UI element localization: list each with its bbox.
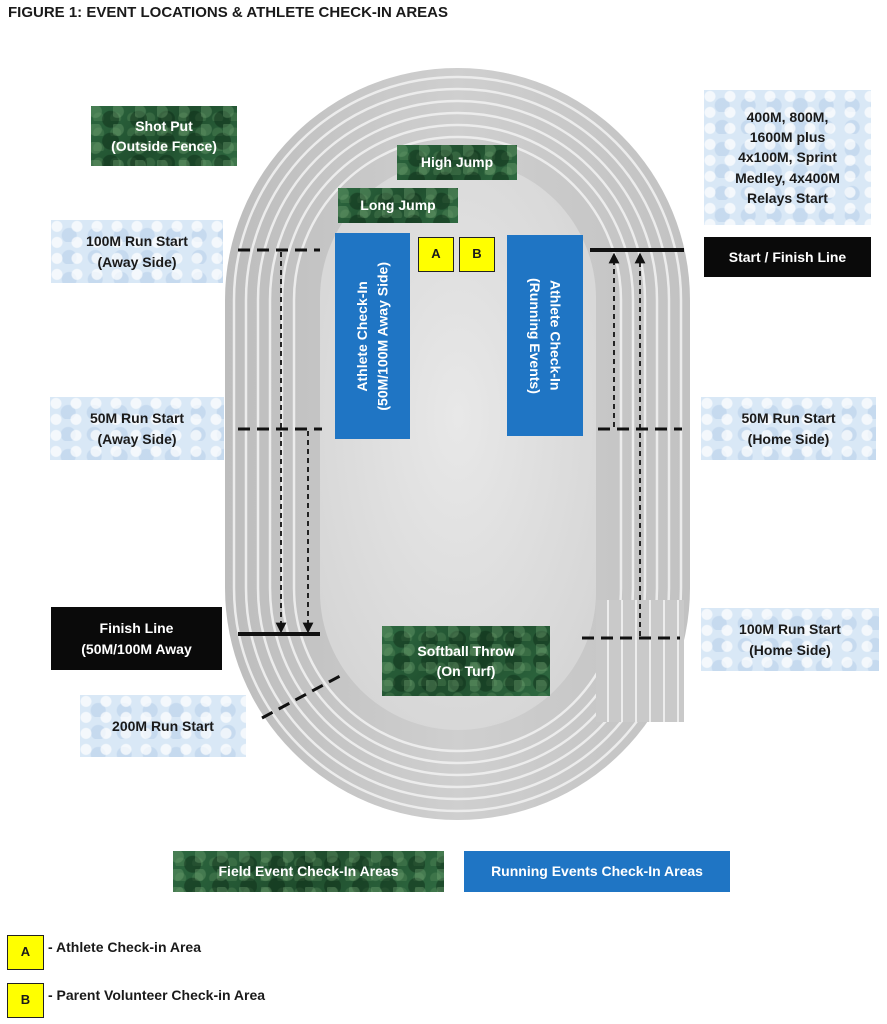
- legend-key-b: B: [7, 983, 44, 1018]
- run-200m-start-label: 200M Run Start: [80, 695, 246, 757]
- marker-a-athlete: A: [418, 237, 454, 272]
- lane-line-2: [244, 87, 671, 801]
- long-jump-label: Long Jump: [338, 188, 458, 223]
- lane-line-3: [256, 99, 659, 789]
- run-50m-away-start-label: 50M Run Start (Away Side): [50, 397, 224, 460]
- run-100m-home-start-label: 100M Run Start (Home Side): [701, 608, 879, 671]
- run-100m-away-start-label: 100M Run Start (Away Side): [51, 220, 223, 283]
- legend-b-text: - Parent Volunteer Check-in Area: [48, 987, 266, 1003]
- start-finish-label: Start / Finish Line: [704, 237, 871, 277]
- home-straight-extension: [596, 600, 684, 722]
- high-jump-label: High Jump: [397, 145, 517, 180]
- shot-put-label: Shot Put (Outside Fence): [91, 106, 237, 166]
- legend-key-a: A: [7, 935, 44, 970]
- legend-field-events: Field Event Check-In Areas: [173, 851, 444, 892]
- softball-throw-label: Softball Throw (On Turf): [382, 626, 550, 696]
- run-50m-home-start-label: 50M Run Start (Home Side): [701, 397, 876, 460]
- lane-line-4: [268, 111, 647, 777]
- 200m-start-line: [261, 674, 341, 720]
- legend-running-events: Running Events Check-In Areas: [464, 851, 730, 892]
- finish-line-away-label: Finish Line (50M/100M Away: [51, 607, 222, 670]
- lane-line-6: [292, 135, 623, 753]
- athlete-checkin-away: Athlete Check-In (50M/100M Away Side): [335, 233, 410, 439]
- figure-title: FIGURE 1: EVENT LOCATIONS & ATHLETE CHEC…: [8, 4, 449, 21]
- athlete-checkin-running-text: Athlete Check-In (Running Events): [527, 277, 564, 394]
- marker-b-parent: B: [459, 237, 495, 272]
- athlete-checkin-away-text: Athlete Check-In (50M/100M Away Side): [354, 261, 391, 411]
- relays-start-label: 400M, 800M, 1600M plus 4x100M, Sprint Me…: [704, 90, 871, 225]
- lane-line-1: [232, 75, 683, 813]
- legend-a-text: - Athlete Check-in Area: [48, 939, 201, 955]
- athlete-checkin-running: Athlete Check-In (Running Events): [507, 235, 583, 436]
- lane-line-5: [280, 123, 635, 765]
